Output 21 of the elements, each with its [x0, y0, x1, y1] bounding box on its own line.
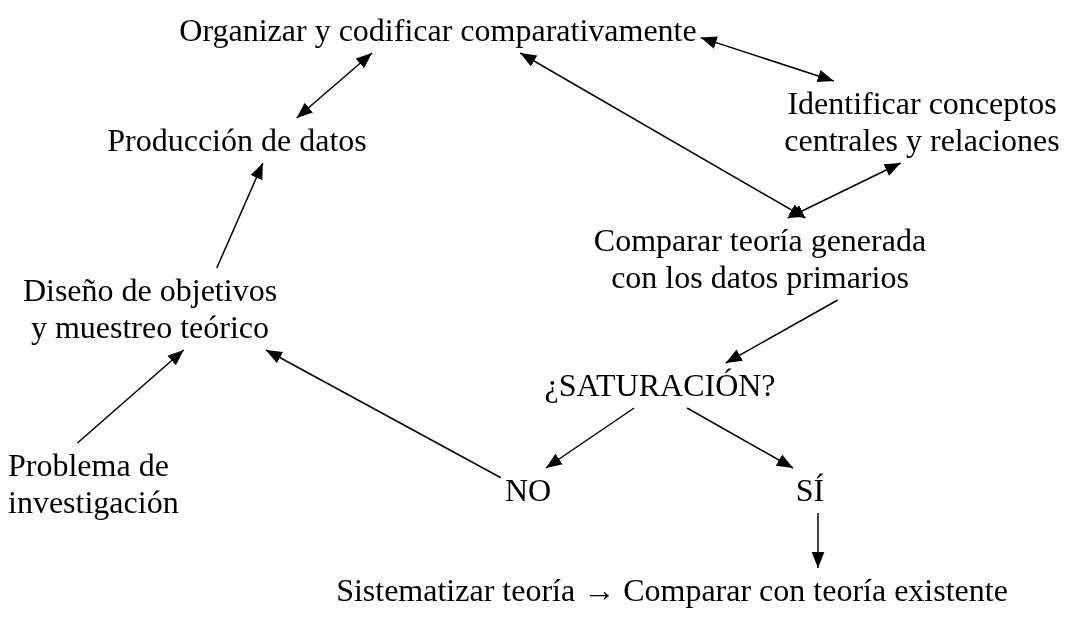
arrow — [786, 162, 902, 219]
arrow — [725, 299, 839, 364]
node-text: Producción de datos — [107, 122, 367, 159]
arrow — [545, 407, 635, 469]
node-text: SÍ — [795, 472, 825, 509]
arrow — [699, 36, 835, 83]
arrow — [265, 349, 502, 479]
node-text: Problema de investigación — [8, 447, 228, 521]
arrow — [295, 52, 373, 119]
node-text: Identificar conceptos centrales y relaciones — [762, 85, 1082, 159]
node-text: Comparar teoría generada con los datos primarios — [587, 222, 933, 296]
node-text: Sistematizar teoría → Comparar con teoría existente — [336, 572, 1008, 609]
arrow — [686, 407, 794, 469]
arrow — [216, 162, 264, 269]
arrow — [811, 512, 825, 569]
node-text: ¿SATURACIÓN? — [544, 367, 776, 404]
node-text: NO — [504, 472, 552, 509]
node-text: Diseño de objetivos y muestreo teórico — [14, 272, 286, 346]
node-text: Organizar y codificar comparativamente — [179, 12, 697, 49]
arrow — [519, 52, 807, 219]
arrow — [76, 349, 185, 444]
